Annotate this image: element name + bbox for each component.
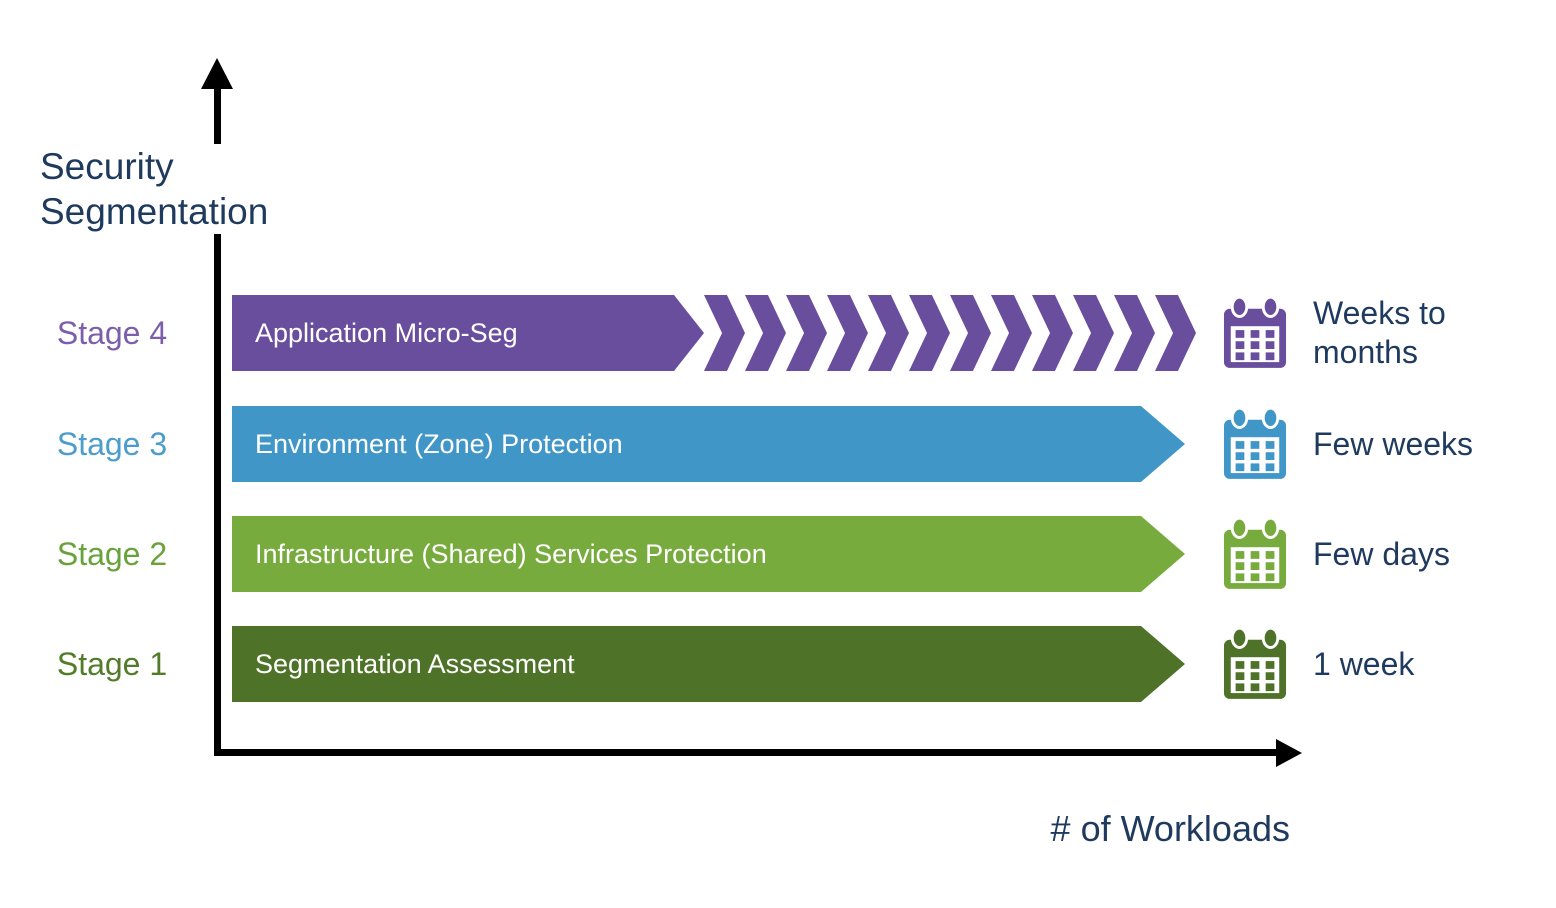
chevron-arrow-icon	[1073, 295, 1114, 371]
chevron-arrow-icon	[704, 295, 745, 371]
stage-4-bar: Application Micro-Seg	[232, 295, 1196, 371]
stage-4-bar-title: Application Micro-Seg	[255, 317, 518, 348]
chevron-arrow-icon	[868, 295, 909, 371]
stage-2-label: Stage 2	[56, 535, 168, 572]
chevron-arrow-icon	[1114, 295, 1155, 371]
stage-3-bar: Environment (Zone) Protection	[232, 406, 1185, 482]
x-axis-arrowhead-icon	[1276, 739, 1302, 767]
stage-2-bar: Infrastructure (Shared) Services Protect…	[232, 516, 1185, 592]
stage-4-chevron-strip	[704, 295, 1196, 371]
calendar-icon	[1221, 406, 1289, 482]
stage-row-3: Stage 3 Environment (Zone) Protection Fe…	[0, 406, 1556, 482]
y-axis-line	[214, 86, 221, 752]
stage-1-bar: Segmentation Assessment	[232, 626, 1185, 702]
stage-3-bar-title: Environment (Zone) Protection	[255, 428, 623, 459]
stage-row-4: Stage 4 Application Micro-Seg Weeks to m…	[0, 295, 1556, 371]
chevron-arrow-icon	[745, 295, 786, 371]
stage-4-bar-body: Application Micro-Seg	[232, 295, 704, 371]
stage-4-label: Stage 4	[56, 314, 168, 351]
y-axis-arrowhead-icon	[201, 58, 233, 89]
stage-3-duration: Few weeks	[1313, 425, 1474, 462]
chevron-arrow-icon	[786, 295, 827, 371]
stage-2-duration: Few days	[1313, 535, 1450, 572]
stage-1-duration: 1 week	[1313, 645, 1415, 682]
calendar-icon	[1221, 295, 1289, 371]
stage-row-1: Stage 1 Segmentation Assessment 1 week	[0, 626, 1556, 702]
x-axis-label: # of Workloads	[1050, 808, 1290, 849]
chevron-arrow-icon	[1155, 295, 1196, 371]
calendar-icon	[1221, 626, 1289, 702]
chevron-arrow-icon	[950, 295, 991, 371]
chevron-arrow-icon	[827, 295, 868, 371]
x-axis-line	[214, 749, 1276, 756]
chevron-arrow-icon	[1032, 295, 1073, 371]
chevron-arrow-icon	[991, 295, 1032, 371]
chevron-arrow-icon	[909, 295, 950, 371]
calendar-icon	[1221, 516, 1289, 592]
stage-4-duration: Weeks to months	[1313, 295, 1446, 370]
stage-1-label: Stage 1	[56, 645, 168, 682]
stage-2-bar-title: Infrastructure (Shared) Services Protect…	[255, 538, 767, 569]
stage-row-2: Stage 2 Infrastructure (Shared) Services…	[0, 516, 1556, 592]
y-axis-label: Security Segmentation	[40, 144, 286, 234]
stage-3-label: Stage 3	[56, 425, 168, 462]
stage-1-bar-title: Segmentation Assessment	[255, 648, 575, 679]
